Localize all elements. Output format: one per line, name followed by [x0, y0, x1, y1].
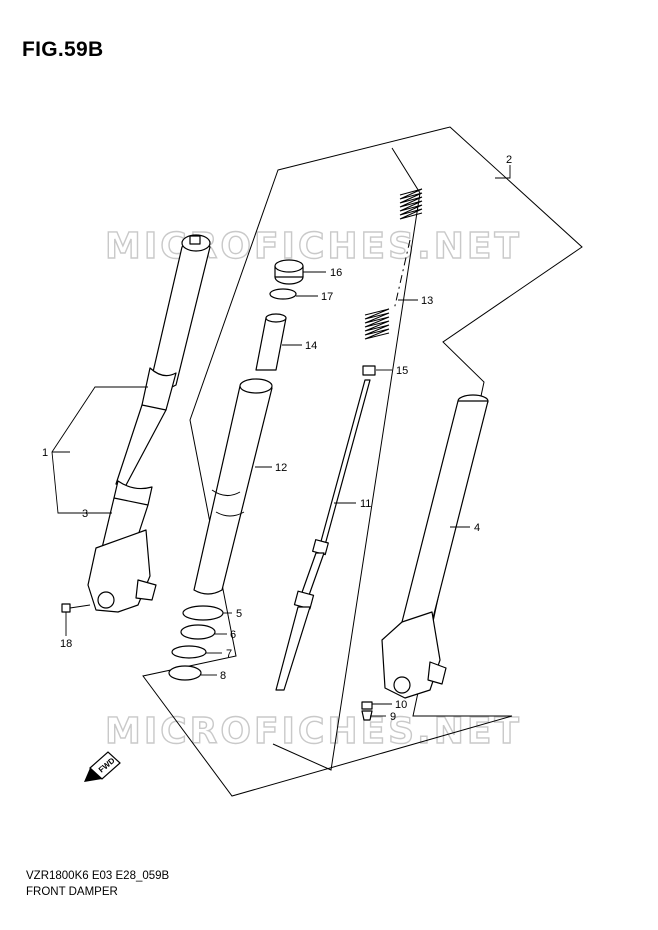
callout-3: 3 [82, 508, 88, 520]
cap-bolt-16 [274, 259, 304, 285]
group-name-caption: FRONT DAMPER [26, 886, 118, 898]
callout-8: 8 [220, 670, 226, 682]
fork-assembly-left [87, 234, 211, 613]
callout-16: 16 [330, 267, 342, 279]
callout-12: 12 [275, 462, 287, 474]
callout-10: 10 [395, 699, 407, 711]
inner-tube-4 [381, 394, 489, 699]
seal-6 [180, 624, 216, 640]
callout-4: 4 [474, 522, 480, 534]
callout-17: 17 [321, 291, 333, 303]
spring-lower-13 [364, 308, 390, 340]
seal-5 [182, 605, 224, 621]
ring-7 [171, 645, 207, 659]
bolt-9 [361, 710, 373, 721]
nut-15 [362, 365, 376, 376]
callout-7: 7 [226, 648, 232, 660]
axis-spring [393, 239, 411, 311]
callout-13: 13 [421, 295, 433, 307]
callout-11: 11 [360, 498, 371, 510]
callout-18: 18 [60, 638, 72, 650]
callout-2: 2 [506, 154, 512, 166]
model-code-caption: VZR1800K6 E03 E28_059B [26, 870, 170, 882]
spring-upper-13 [399, 188, 423, 220]
callout-5: 5 [236, 608, 242, 620]
outline-inner-edge [272, 147, 421, 771]
assembly-outline [142, 126, 583, 797]
callout-1: 1 [42, 447, 48, 459]
spacer-14 [255, 313, 287, 371]
washer-10 [361, 701, 373, 710]
outer-tube-12 [193, 378, 273, 595]
callout-15: 15 [396, 365, 408, 377]
callout-9: 9 [390, 711, 396, 723]
washer-8 [168, 665, 202, 681]
bolt-18 [61, 603, 91, 613]
fwd-arrow-icon: FWD [84, 751, 121, 782]
watermark-top: MICROFICHES.NET [105, 226, 522, 267]
o-ring-17 [269, 288, 297, 300]
callout-6: 6 [230, 629, 236, 641]
damper-rod-11 [275, 379, 371, 691]
figure-title: FIG.59B [22, 38, 104, 61]
leader-2 [495, 165, 511, 179]
callout-14: 14 [305, 340, 317, 352]
